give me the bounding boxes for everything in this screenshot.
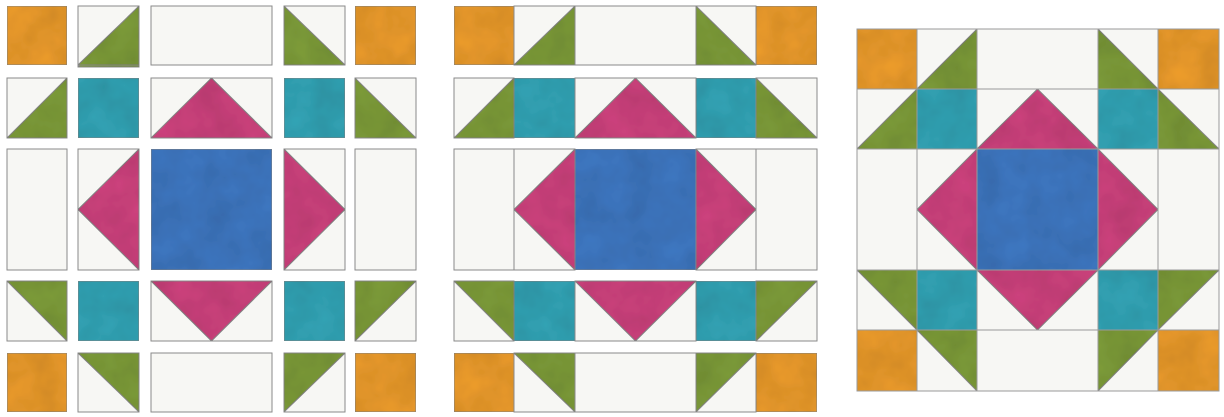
teal-square-patch bbox=[284, 78, 345, 138]
background-patch bbox=[575, 353, 696, 412]
background-patch bbox=[756, 149, 817, 270]
background-patch bbox=[7, 149, 67, 270]
teal-square-patch bbox=[1098, 270, 1158, 330]
teal-square-patch bbox=[696, 78, 756, 138]
background-patch bbox=[151, 353, 272, 412]
panel-layout-separated bbox=[7, 6, 416, 412]
orange-corner-patch bbox=[1158, 330, 1219, 391]
teal-square-patch bbox=[696, 281, 756, 341]
teal-square-patch bbox=[284, 281, 345, 341]
orange-corner-patch bbox=[454, 353, 514, 412]
orange-corner-patch bbox=[7, 353, 67, 412]
blue-center-square bbox=[977, 149, 1098, 270]
orange-corner-patch bbox=[7, 6, 67, 65]
orange-corner-patch bbox=[756, 353, 817, 412]
background-patch bbox=[355, 149, 416, 270]
orange-corner-patch bbox=[857, 29, 917, 89]
teal-square-patch bbox=[78, 281, 139, 341]
orange-corner-patch bbox=[1158, 29, 1219, 89]
teal-square-patch bbox=[514, 281, 575, 341]
background-patch bbox=[454, 149, 514, 270]
panel-block-finished bbox=[857, 29, 1219, 391]
teal-square-patch bbox=[917, 270, 977, 330]
orange-corner-patch bbox=[756, 6, 817, 65]
panel-rows-sewn bbox=[454, 6, 817, 412]
teal-square-patch bbox=[78, 78, 139, 138]
teal-square-patch bbox=[514, 78, 575, 138]
blue-center-square bbox=[151, 149, 272, 270]
background-patch bbox=[151, 6, 272, 65]
teal-square-patch bbox=[917, 89, 977, 149]
orange-corner-patch bbox=[857, 330, 917, 391]
background-patch bbox=[575, 6, 696, 65]
blue-center-square bbox=[575, 149, 696, 270]
orange-corner-patch bbox=[454, 6, 514, 65]
orange-corner-patch bbox=[355, 6, 416, 65]
teal-square-patch bbox=[1098, 89, 1158, 149]
orange-corner-patch bbox=[355, 353, 416, 412]
